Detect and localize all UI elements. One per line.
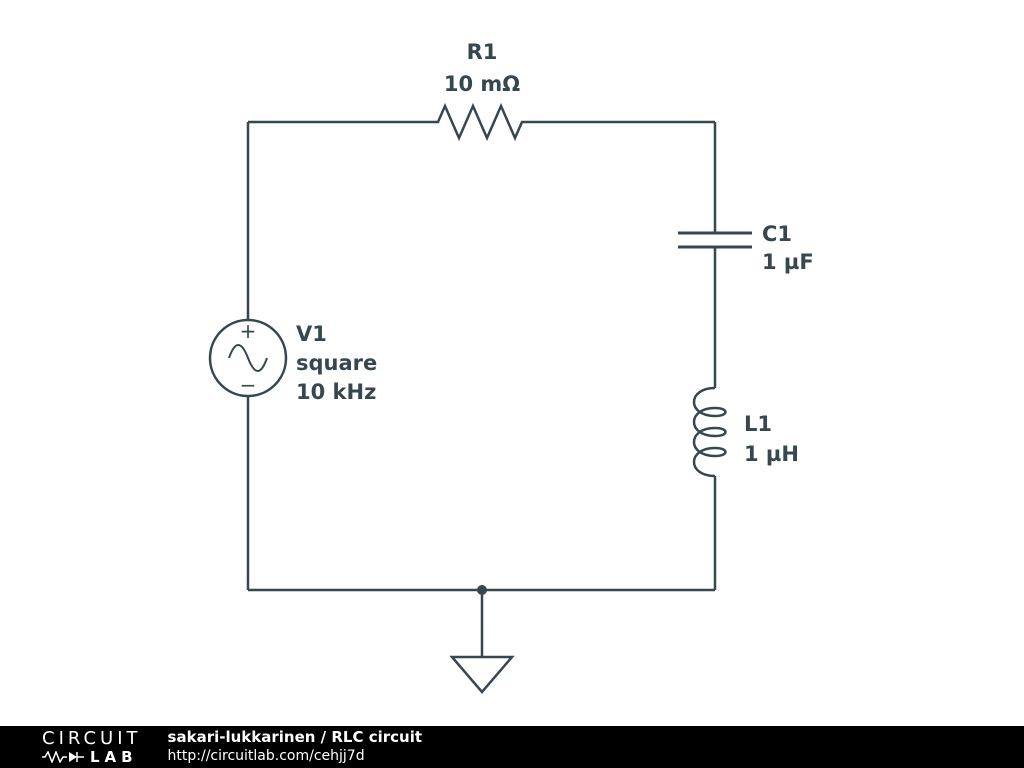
minus-sign: − [240,373,257,397]
logo-circuit-text: CIRCUIT [42,727,142,749]
logo-lab-text: LAB [90,747,138,766]
resistor-ref-label: R1 [467,40,498,64]
logo-bottom-row: LAB [42,747,142,766]
ground-icon [449,590,515,694]
junction-dot [477,585,487,595]
plus-sign: + [240,319,257,343]
footer-separator: / [315,728,332,747]
source-waveform-label: square [296,351,377,375]
circuitlab-logo: CIRCUIT LAB [42,727,142,766]
footer-circuit-title: RLC circuit [331,728,423,747]
sine-wave-icon [228,344,268,372]
capacitor-symbol [678,231,752,249]
footer-title: sakari-lukkarinen / RLC circuit [168,728,422,747]
inductor-symbol [692,386,727,478]
footer-url: http://circuitlab.com/cehjj7d [167,747,365,764]
logo-resistor-icon [42,751,84,763]
footer-bar: CIRCUIT LAB sakari-lukkarinen / RLC circ… [0,726,1024,768]
resistor-symbol [248,102,715,142]
inductor-ref-label: L1 [744,412,772,436]
source-frequency-label: 10 kHz [296,380,376,404]
resistor-value-label: 10 mΩ [444,72,520,96]
footer-author: sakari-lukkarinen [167,728,316,747]
inductor-value-label: 1 µH [744,442,799,466]
capacitor-ref-label: C1 [762,222,792,246]
circuit-schematic: + − R1 10 mΩ C1 1 µF L1 1 µH V1 square 1… [208,40,814,694]
source-ref-label: V1 [296,322,327,346]
footer-meta: sakari-lukkarinen / RLC circuit http://c… [168,728,422,765]
capacitor-value-label: 1 µF [762,250,814,274]
